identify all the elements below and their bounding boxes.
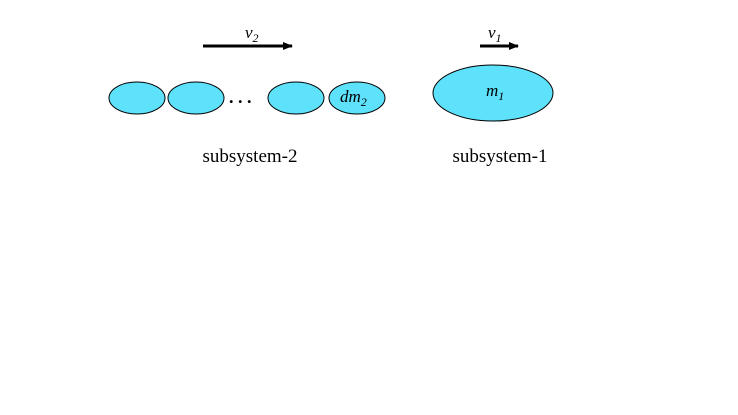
subsystem-1-group: v1 m1 subsystem-1 xyxy=(432,23,554,167)
mass-element xyxy=(108,81,166,115)
subsystem-2-group: v2 . . . dm2 subsystem-2 xyxy=(108,23,386,167)
mass-body-m1 xyxy=(432,64,554,122)
mass-dm2-label: dm2 xyxy=(340,87,367,109)
mass-element xyxy=(167,81,225,115)
velocity-v2-label: v2 xyxy=(245,23,259,45)
subsystem-2-caption: subsystem-2 xyxy=(203,146,298,167)
mass-element xyxy=(267,81,325,115)
mass-m1-label: m1 xyxy=(486,81,504,103)
ellipsis-dots: . . . xyxy=(229,87,252,107)
subsystem-1-caption: subsystem-1 xyxy=(453,146,548,167)
velocity-v1-label: v1 xyxy=(488,23,502,45)
mass-element-dm2 xyxy=(328,81,386,115)
